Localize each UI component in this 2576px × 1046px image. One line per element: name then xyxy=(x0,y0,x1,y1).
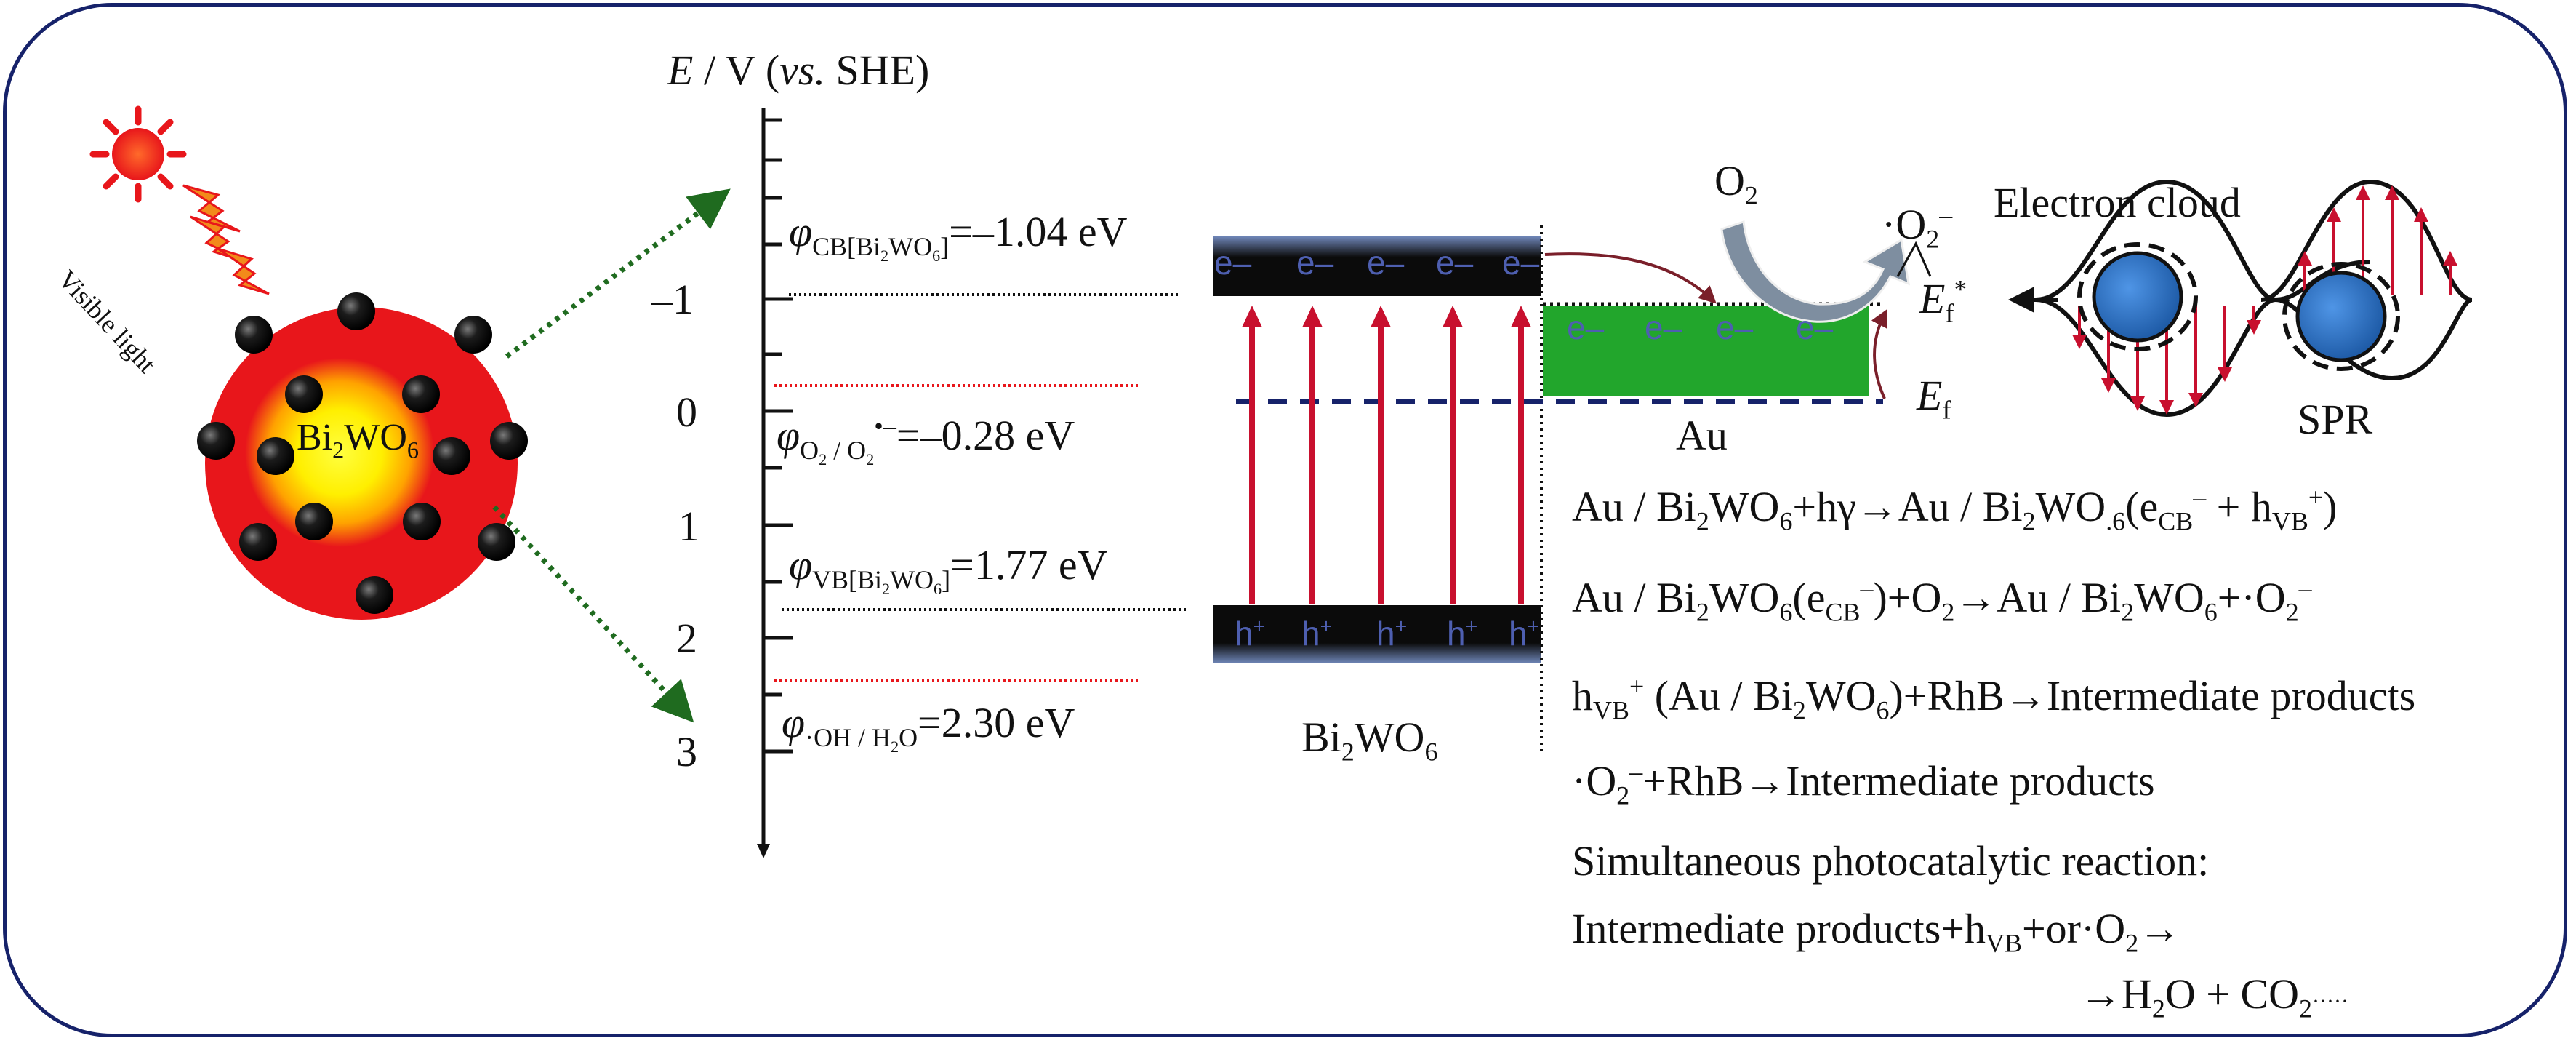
reaction-6: Intermediate products+hVB+or·O2→ xyxy=(1572,905,2181,958)
axis-title: E / V (vs. SHE) xyxy=(667,47,930,94)
tick-label: 0 xyxy=(676,388,697,436)
reaction-3: hVB+ (Au / Bi2WO6)+RhB→Intermediate prod… xyxy=(1572,671,2416,725)
bi2wo6-band-label: Bi2WO6 xyxy=(1301,714,1438,767)
tick-label: 3 xyxy=(676,728,697,775)
spr-label: SPR xyxy=(2298,396,2373,443)
tick-label: 1 xyxy=(678,503,699,550)
diagram-frame xyxy=(3,3,2567,1037)
electron: e– xyxy=(1567,308,1605,346)
sun-icon xyxy=(89,105,187,203)
bi2wo6-particle xyxy=(205,307,518,620)
electron: e– xyxy=(1716,308,1754,346)
tick-label: –1 xyxy=(651,276,694,323)
electron-cloud-label: Electron cloud xyxy=(1994,179,2241,226)
cb-potential-label: φCB[Bi2WO6]=–1.04 eV xyxy=(789,208,1128,265)
electron-transfer-arrow xyxy=(1544,252,1717,304)
excitation-arrows xyxy=(1242,306,1531,604)
reaction-7: →H2O + CO2····· xyxy=(2079,970,2348,1023)
au-nanoparticles xyxy=(197,292,528,614)
ef-shift-arrow xyxy=(1871,308,1887,399)
ef-star-label: Ef* xyxy=(1919,274,1967,328)
hole: h+ xyxy=(1509,615,1540,652)
vb-potential-label: φVB[Bi2WO6]=1.77 eV xyxy=(789,541,1108,598)
o2-label: O2 xyxy=(1714,157,1758,210)
ef-label: Ef xyxy=(1917,372,1951,425)
hole: h+ xyxy=(1301,615,1333,652)
reaction-5: Simultaneous photocatalytic reaction: xyxy=(1572,837,2210,885)
electron: e– xyxy=(1296,244,1334,282)
electron: e– xyxy=(1436,244,1474,282)
potential-axis xyxy=(757,108,793,858)
o2-potential-label: φO2 / O2•–=–0.28 eV xyxy=(777,411,1075,468)
o2-reduction-arrow xyxy=(1720,220,1910,323)
hole: h+ xyxy=(1447,615,1478,652)
conduction-band xyxy=(1213,236,1541,296)
electron: e– xyxy=(1367,244,1405,282)
spr-spheres xyxy=(2077,242,2400,371)
electron: e– xyxy=(1214,244,1252,282)
o2-arrow-tip xyxy=(1896,241,1932,277)
green-arrow-down xyxy=(492,505,694,723)
tick-label: 2 xyxy=(676,615,697,662)
reaction-2: Au / Bi2WO6(eCB–)+O2→Au / Bi2WO6+·O2– xyxy=(1572,573,2312,627)
lightning-icon xyxy=(182,184,270,295)
oh-potential-label: φ·OH / H2O=2.30 eV xyxy=(782,699,1075,756)
green-arrow-up xyxy=(505,188,731,359)
electron: e– xyxy=(1796,308,1834,346)
au-label: Au xyxy=(1676,412,1728,459)
electron: e– xyxy=(1645,308,1682,346)
electron: e– xyxy=(1502,244,1540,282)
reaction-4: ·O2–+RhB→Intermediate products xyxy=(1572,756,2155,810)
valence-band xyxy=(1213,605,1541,663)
hole: h+ xyxy=(1376,615,1408,652)
particle-core-label: Bi2WO6 xyxy=(297,417,420,463)
superoxide-label: ·O2– xyxy=(1882,200,1953,254)
reaction-1: Au / Bi2WO6+hγ→Au / Bi2WO.6(eCB– + hVB+) xyxy=(1572,482,2338,536)
hole: h+ xyxy=(1235,615,1266,652)
